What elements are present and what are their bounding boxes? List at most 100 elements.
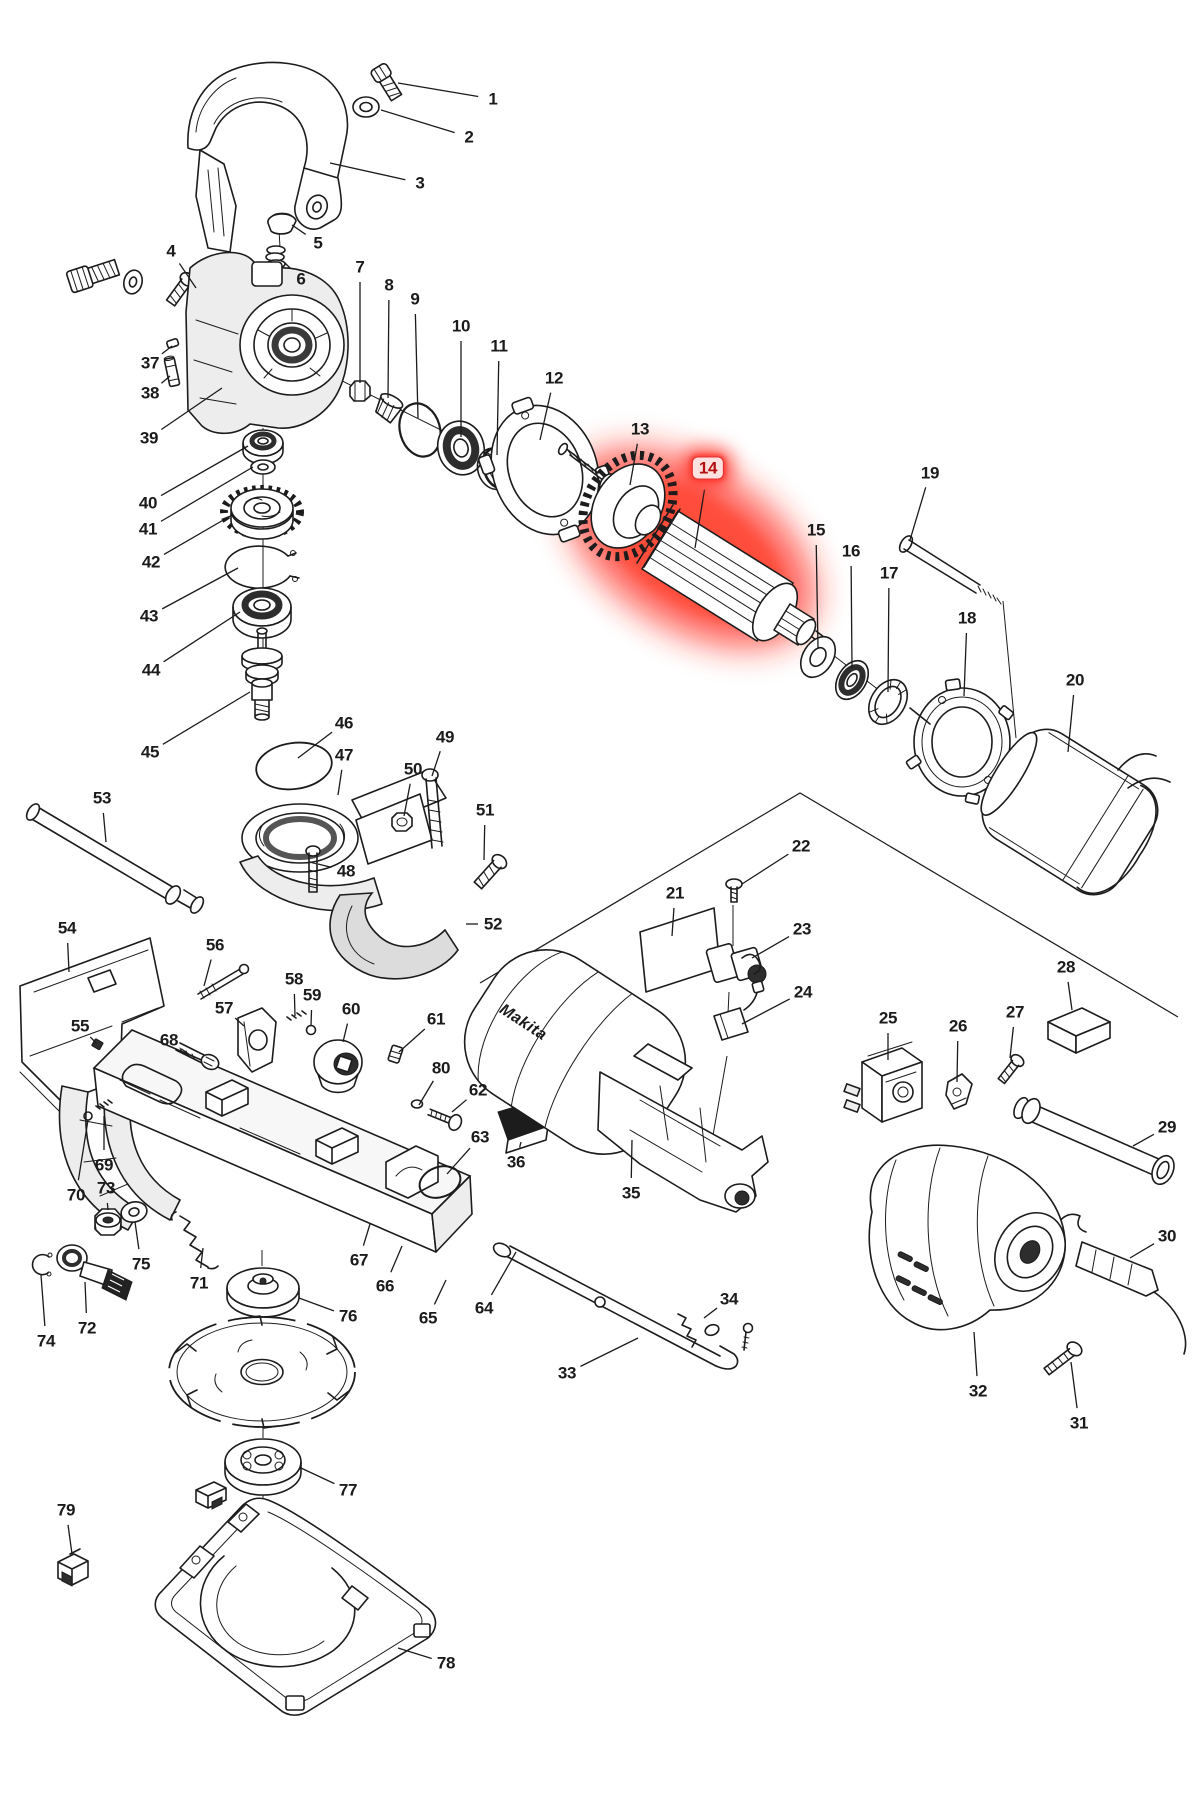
spring-pin-58 xyxy=(286,1010,307,1021)
part-label-7: 7 xyxy=(355,257,365,277)
part-label-72: 72 xyxy=(77,1318,97,1338)
latch xyxy=(195,1481,227,1510)
part-label-79: 79 xyxy=(56,1500,76,1520)
pin-37 xyxy=(166,338,180,349)
part-label-65: 65 xyxy=(418,1308,438,1328)
leader-line-39 xyxy=(161,387,223,431)
part-label-32: 32 xyxy=(968,1381,988,1401)
outer-flange-76 xyxy=(226,1267,300,1318)
part-label-66: 66 xyxy=(375,1276,395,1296)
cam-lever-72 xyxy=(56,1244,133,1301)
o-ring-46 xyxy=(255,741,333,791)
leader-line-37 xyxy=(161,345,173,355)
part-label-20: 20 xyxy=(1065,670,1085,690)
part-label-51: 51 xyxy=(475,800,495,820)
part-label-10: 10 xyxy=(451,316,471,336)
screw-31 xyxy=(1043,1341,1083,1376)
part-label-17: 17 xyxy=(879,563,899,583)
motor-rear-cover-32 xyxy=(868,1144,1066,1331)
field-coil-20 xyxy=(980,728,1171,896)
part-label-12: 12 xyxy=(544,368,564,388)
leader-line-34 xyxy=(703,1307,718,1319)
part-label-38: 38 xyxy=(140,383,160,403)
part-label-71: 71 xyxy=(189,1273,209,1293)
ball-bearing-10 xyxy=(436,420,486,476)
o-ring-63 xyxy=(418,1165,462,1199)
pin-38 xyxy=(163,355,181,388)
leader-line-11 xyxy=(496,360,500,456)
set-screw-61 xyxy=(387,1044,404,1064)
part-label-5: 5 xyxy=(313,233,323,253)
leader-line-32 xyxy=(973,1331,978,1377)
bolt-and-washer-4 xyxy=(65,258,196,307)
pipe-29 xyxy=(1013,1096,1175,1186)
leader-line-26 xyxy=(956,1040,959,1083)
part-label-41: 41 xyxy=(138,519,158,539)
stopper-52 xyxy=(329,892,459,980)
washer-41 xyxy=(250,459,276,475)
blade xyxy=(168,1315,356,1429)
leader-line-65 xyxy=(433,1279,447,1305)
part-label-25: 25 xyxy=(878,1008,898,1028)
nut-7 xyxy=(349,380,371,402)
leader-line-15 xyxy=(815,544,819,649)
leader-line-45 xyxy=(162,691,251,745)
leader-line-29 xyxy=(1132,1133,1155,1147)
hex-nut-73 xyxy=(94,1208,122,1236)
leader-line-75 xyxy=(134,1221,140,1250)
leader-line-1 xyxy=(397,82,479,98)
leader-line-13 xyxy=(629,443,639,486)
leader-line-30 xyxy=(1129,1243,1155,1259)
part-label-30: 30 xyxy=(1157,1226,1177,1246)
o-ring-80 xyxy=(410,1099,424,1109)
leader-line-67 xyxy=(362,1223,371,1246)
cord-guard-30 xyxy=(1055,1213,1187,1355)
part-label-55: 55 xyxy=(70,1016,90,1036)
part-label-52: 52 xyxy=(483,914,503,934)
bracket-57 xyxy=(237,1007,277,1073)
leader-line-4 xyxy=(178,263,197,289)
part-label-31: 31 xyxy=(1069,1413,1089,1433)
leader-line-40 xyxy=(160,445,249,497)
part-label-1: 1 xyxy=(488,89,498,109)
leader-line-31 xyxy=(1070,1361,1078,1409)
part-label-37: 37 xyxy=(140,353,160,373)
leader-line-68 xyxy=(180,1048,191,1056)
part-label-80: 80 xyxy=(431,1058,451,1078)
guide-rod-53 xyxy=(25,803,205,914)
clamp-79 xyxy=(57,1548,89,1587)
part-label-64: 64 xyxy=(474,1298,494,1318)
part-label-28: 28 xyxy=(1056,957,1076,977)
leader-line-66 xyxy=(390,1245,403,1273)
part-label-34: 34 xyxy=(719,1289,739,1309)
spindle-45 xyxy=(241,627,283,721)
leader-line-64 xyxy=(490,1251,517,1296)
leader-line-73 xyxy=(106,1202,109,1211)
part-label-16: 16 xyxy=(841,541,861,561)
part-label-22: 22 xyxy=(791,836,811,856)
part-label-19: 19 xyxy=(920,463,940,483)
leader-line-33 xyxy=(580,1337,639,1367)
leader-line-2 xyxy=(380,109,455,134)
leader-line-22 xyxy=(741,853,789,885)
leader-line-9 xyxy=(414,313,419,419)
ball-bearing-44 xyxy=(232,587,292,639)
screw-48 xyxy=(305,845,321,893)
gear-housing-39 xyxy=(185,251,349,435)
leader-line-47 xyxy=(337,769,343,796)
leader-line-27 xyxy=(1009,1026,1015,1059)
part-label-70: 70 xyxy=(66,1185,86,1205)
cap-5 xyxy=(267,212,297,235)
leader-line-53 xyxy=(102,812,107,843)
part-label-78: 78 xyxy=(436,1653,456,1673)
base-plate-78 xyxy=(154,1497,437,1716)
part-label-27: 27 xyxy=(1005,1002,1025,1022)
part-label-45: 45 xyxy=(140,742,160,762)
o-ring-9 xyxy=(398,402,442,458)
part-label-4: 4 xyxy=(166,241,176,261)
part-label-77: 77 xyxy=(338,1480,358,1500)
part-label-29: 29 xyxy=(1157,1117,1177,1137)
leader-line-23 xyxy=(751,935,790,959)
leader-line-35 xyxy=(630,1139,633,1179)
